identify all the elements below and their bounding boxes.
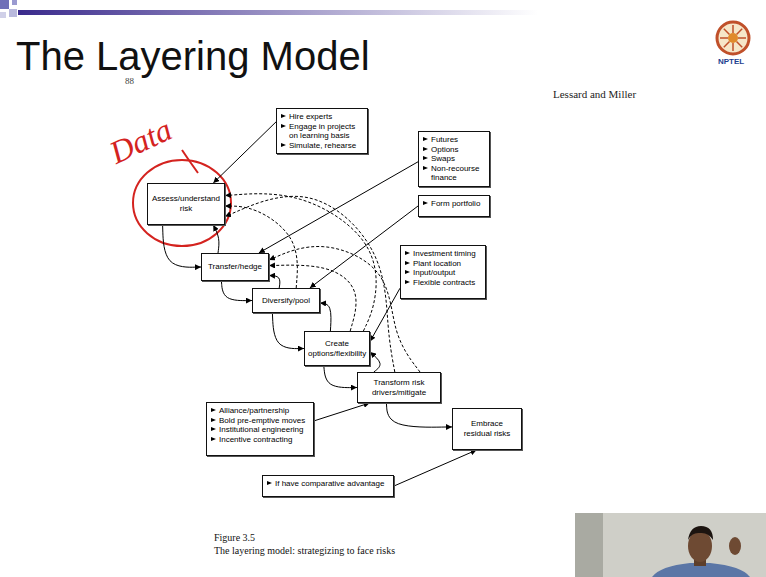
header-square xyxy=(12,0,17,5)
option-text: Non-recourse finance xyxy=(431,164,479,183)
bullet-marker xyxy=(405,270,410,274)
option-list-box: If have comparative advantage xyxy=(262,475,394,497)
option-text: Flexible contracts xyxy=(413,278,475,287)
step-text: Assess/understand risk xyxy=(152,194,220,213)
logo-spokes xyxy=(720,25,746,51)
figure-caption: The layering model: strategizing to face… xyxy=(214,545,395,556)
strategy-step-box: Create options/flexibility xyxy=(304,331,370,366)
option-text: Options xyxy=(431,145,459,154)
option-text: Investment timing xyxy=(413,249,476,258)
flow-arrow xyxy=(213,225,219,253)
bullet-marker xyxy=(423,156,428,160)
flow-arrow xyxy=(221,281,252,301)
strategy-step-box: Transform risk drivers/mitigate xyxy=(357,372,441,403)
bullet-marker xyxy=(211,427,216,431)
strategy-step-box: Embrace residual risks xyxy=(452,408,522,450)
option-list-box: FuturesOptionsSwapsNon-recourse finance xyxy=(418,131,490,187)
bullet-marker xyxy=(281,143,286,147)
option-text: Form portfolio xyxy=(431,199,480,208)
presenter-hair xyxy=(688,526,713,540)
page-number: 88 xyxy=(125,76,134,86)
video-panel xyxy=(575,513,766,577)
header-square xyxy=(9,9,17,17)
logo-hub xyxy=(728,33,738,43)
flow-arrow xyxy=(163,225,201,267)
option-text: If have comparative advantage xyxy=(275,479,384,488)
option-text: Bold pre-emptive moves xyxy=(219,416,305,425)
option-text: Institutional engineering xyxy=(219,425,304,434)
handwritten-note: Data xyxy=(105,114,176,168)
bullet-marker xyxy=(211,418,216,422)
option-text: Hire experts xyxy=(289,112,332,121)
flow-arrow xyxy=(320,303,331,331)
option-list-box: Alliance/partnershipBold pre-emptive mov… xyxy=(206,402,314,456)
bullet-marker xyxy=(423,137,428,141)
flow-arrow xyxy=(259,162,418,253)
strategy-step-box: Assess/understand risk xyxy=(147,183,225,225)
strategy-step-box: Transfer/hedge xyxy=(201,253,269,281)
header-square xyxy=(0,0,9,9)
presenter-hand xyxy=(729,537,741,555)
bullet-marker xyxy=(423,201,428,205)
option-text: Input/output xyxy=(413,268,455,277)
step-text: Transfer/hedge xyxy=(208,262,262,271)
flow-arrow xyxy=(324,366,357,388)
flow-arrow xyxy=(370,352,380,372)
option-text: Plant location xyxy=(413,259,461,268)
bullet-marker xyxy=(267,481,272,485)
bullet-marker xyxy=(423,147,428,151)
bullet-marker xyxy=(405,251,410,255)
feedback-arrow xyxy=(225,196,395,372)
flow-arrow xyxy=(314,403,370,421)
option-text: Alliance/partnership xyxy=(219,406,289,415)
option-text: Swaps xyxy=(431,154,455,163)
bullet-marker xyxy=(423,166,428,170)
flow-arrow xyxy=(370,288,400,341)
bullet-marker xyxy=(211,408,216,412)
step-text: Diversify/pool xyxy=(262,296,310,305)
flow-arrow xyxy=(394,450,477,486)
option-text: Futures xyxy=(431,135,458,144)
step-text: Transform risk drivers/mitigate xyxy=(372,378,426,397)
bullet-marker xyxy=(405,280,410,284)
header-square xyxy=(0,12,6,18)
bullet-marker xyxy=(211,437,216,441)
flow-arrow xyxy=(272,313,304,349)
option-list-box: Form portfolio xyxy=(418,195,490,217)
video-wall xyxy=(575,513,603,577)
bullet-marker xyxy=(405,261,410,265)
annotation-stroke xyxy=(182,150,198,173)
option-text: Incentive contracting xyxy=(219,435,292,444)
logo-text: NPTEL xyxy=(718,57,744,66)
option-list-box: Hire expertsEngage in projects on learni… xyxy=(276,108,368,154)
step-text: Embrace residual risks xyxy=(464,419,511,438)
logo-ring xyxy=(717,22,749,54)
strategy-step-box: Diversify/pool xyxy=(252,288,320,313)
running-header: Lessard and Miller xyxy=(553,88,636,100)
bullet-marker xyxy=(281,124,286,128)
option-text: Simulate, rehearse xyxy=(289,141,356,150)
step-text: Create options/flexibility xyxy=(308,339,366,358)
flow-arrow xyxy=(269,275,280,288)
option-text: Engage in projects on learning basis xyxy=(289,122,355,141)
figure-number: Figure 3.5 xyxy=(214,532,255,543)
bullet-marker xyxy=(281,114,286,118)
option-list-box: Investment timingPlant locationInput/out… xyxy=(400,245,486,299)
annotation-circle xyxy=(133,160,231,246)
header-bar xyxy=(18,10,538,15)
slide-title: The Layering Model xyxy=(16,36,370,76)
flow-arrow xyxy=(386,403,452,427)
flow-arrow xyxy=(213,122,276,183)
